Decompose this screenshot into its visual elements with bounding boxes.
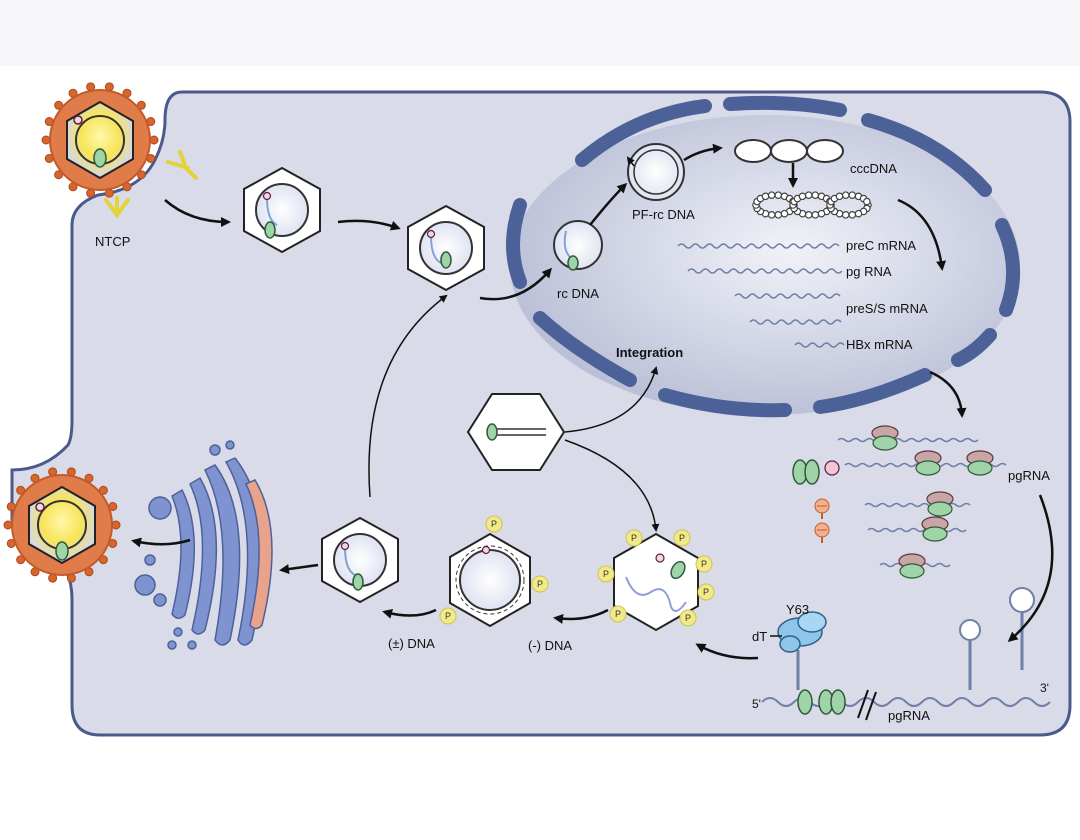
- ntcp-receptor-lower: [104, 196, 130, 219]
- pf-rc-dna-label: PF-rc DNA: [632, 207, 695, 222]
- transcripts: [677, 243, 845, 348]
- integration-label: Integration: [616, 345, 683, 360]
- prec-mrna-label: preC mRNA: [846, 238, 916, 253]
- three-prime-label: 3': [1040, 681, 1049, 695]
- integrated-dna-hexagon: [466, 393, 566, 471]
- golgi-er: [134, 440, 273, 650]
- phosphate-label: P: [679, 533, 685, 543]
- virion-released: [3, 467, 121, 583]
- pres-mrna-wave-2: [749, 319, 842, 325]
- rc-dna-label: rc DNA: [557, 286, 599, 301]
- protein-green-c: [830, 689, 846, 715]
- pf-rc-dna-circle: [626, 143, 685, 201]
- break-mark-1: [857, 689, 869, 719]
- pg-rna-label: pg RNA: [846, 264, 892, 279]
- phosphate-label: P: [445, 611, 451, 621]
- virion-entering: [41, 82, 159, 198]
- capsid-cytoplasm-1: [243, 166, 321, 254]
- thin-arrows: [368, 294, 660, 532]
- translation-region: [837, 425, 1007, 579]
- pres-mrna-wave: [734, 293, 841, 299]
- free-proteins: [792, 459, 840, 543]
- cccdna-relaxed: [734, 139, 844, 163]
- epsilon-loop-1: [959, 619, 981, 641]
- epsilon-loop-2: [1009, 587, 1035, 613]
- phosphate-label: P: [631, 533, 637, 543]
- cccdna-chromatin: [752, 191, 872, 219]
- nuclear-envelope: [506, 95, 1021, 418]
- virion-spikes: [3, 467, 121, 583]
- flow-arrows: [131, 143, 1054, 660]
- rc-dna-circle: [553, 220, 603, 271]
- cccdna-label: cccDNA: [850, 161, 897, 176]
- minus-dna-label: (-) DNA: [528, 638, 572, 653]
- bottom-band: [0, 738, 1080, 840]
- capsid-cytoplasm-2: [407, 204, 485, 292]
- hbx-mrna-wave: [794, 342, 845, 348]
- nucleocapsid-minus-dna: P P P: [439, 515, 549, 628]
- pgrna-right-label: pgRNA: [1008, 468, 1050, 483]
- y63-label: Y63: [786, 602, 809, 617]
- phosphate-label: P: [701, 559, 707, 569]
- prec-mrna-wave: [677, 243, 840, 249]
- five-prime-label: 5': [752, 697, 761, 711]
- ntcp-label: NTCP: [95, 234, 130, 249]
- phosphate-label: P: [615, 609, 621, 619]
- pgrna-strand: [761, 587, 1051, 721]
- phosphate-label: P: [537, 579, 543, 589]
- break-mark-2: [865, 691, 877, 721]
- pres-mrna-label: preS/S mRNA: [846, 301, 928, 316]
- dt-label: dT: [752, 629, 767, 644]
- pg-rna-wave: [687, 268, 843, 274]
- protein-green-a: [797, 689, 813, 715]
- ntcp-receptor-upper: [166, 150, 198, 180]
- nucleocapsid-mature: [321, 516, 399, 604]
- capsid-hexagon: [66, 100, 134, 180]
- pm-dna-label: (±) DNA: [388, 636, 435, 651]
- polymerase-complex: [770, 611, 846, 715]
- phosphate-label: P: [603, 569, 609, 579]
- polymerase-dot: [35, 502, 45, 512]
- hbx-mrna-label: HBx mRNA: [846, 337, 913, 352]
- polymerase-protein: [55, 541, 69, 561]
- phosphate-label: P: [491, 519, 497, 529]
- phosphate-label: P: [703, 587, 709, 597]
- pgrna-bottom-label: pgRNA: [888, 708, 930, 723]
- nucleocapsid-pregenomic: P P P P P P P: [597, 529, 715, 632]
- phosphate-label: P: [685, 613, 691, 623]
- polymerase-dot: [73, 115, 83, 125]
- polymerase-protein: [93, 148, 107, 168]
- capsid-hexagon: [28, 485, 96, 565]
- top-band: [0, 0, 1080, 66]
